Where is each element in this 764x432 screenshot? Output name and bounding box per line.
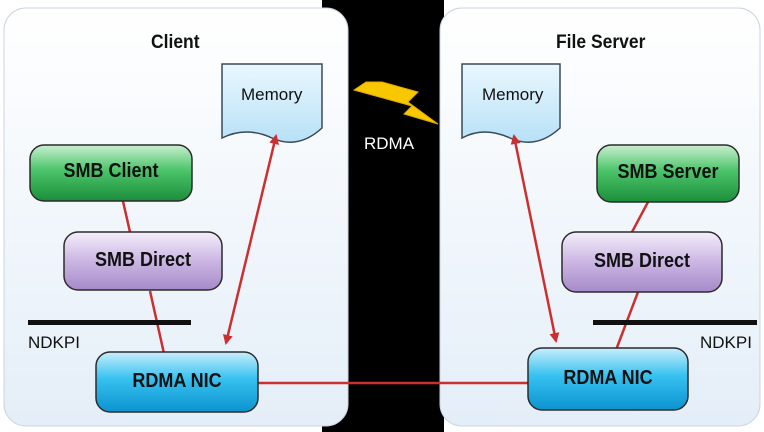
server-smb-box (596, 144, 740, 203)
server-smb-label: SMB Server (617, 161, 719, 183)
client-title: Client (151, 32, 200, 53)
server-dma-arrow (510, 134, 560, 343)
client-smb-box (29, 144, 193, 202)
client-direct-box (63, 231, 223, 291)
server-memory-label: Memory (482, 85, 544, 104)
client-nic-label: RDMA NIC (132, 370, 222, 392)
server-nic-label: RDMA NIC (563, 367, 653, 389)
client-ndkpi-label: NDKPI (28, 333, 80, 352)
rdma-label: RDMA (364, 134, 415, 153)
server-direct-label: SMB Direct (593, 250, 691, 272)
lightning-bolt-icon (352, 81, 439, 125)
server-title: File Server (556, 32, 646, 53)
client-memory-label: Memory (241, 85, 303, 104)
client-ndkpi-bar (28, 320, 191, 325)
client-nic-box (95, 351, 259, 413)
client-direct-label: SMB Direct (94, 249, 192, 271)
server-direct-box (561, 231, 723, 293)
client-dma-arrow (223, 134, 279, 345)
client-smb-label: SMB Client (63, 160, 159, 182)
server-ndkpi-label: NDKPI (700, 333, 752, 352)
server-link-smb-to-direct (630, 201, 650, 233)
server-ndkpi-bar (593, 320, 757, 325)
server-memory-shape (461, 63, 561, 143)
server-nic-box (527, 347, 689, 411)
client-link-smb-to-direct (120, 196, 132, 233)
